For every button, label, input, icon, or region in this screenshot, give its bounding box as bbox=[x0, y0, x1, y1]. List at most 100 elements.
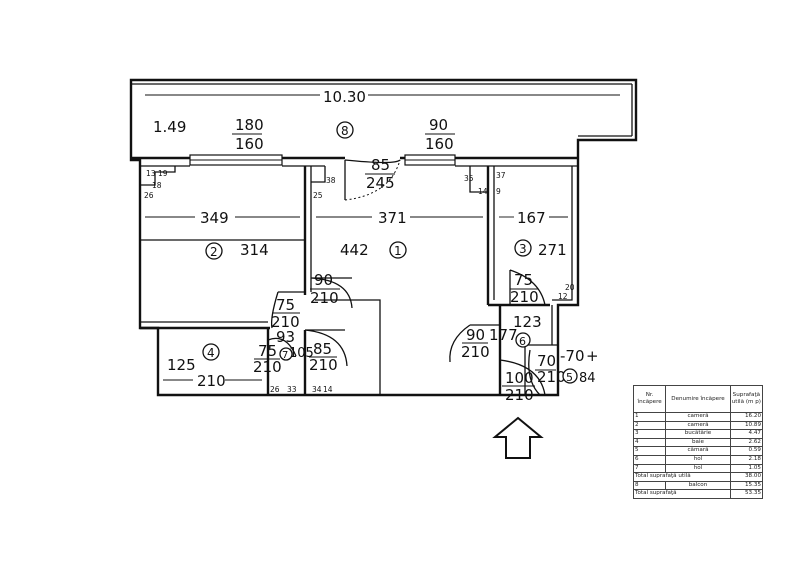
dim-room3-width: 167 bbox=[517, 209, 546, 227]
dim-door-room7-left-width: 75 bbox=[258, 342, 277, 360]
svg-text:2: 2 bbox=[210, 245, 218, 259]
dim-door-room5-width: 70 bbox=[537, 352, 556, 370]
room-marker-6: 6 bbox=[515, 332, 531, 348]
table-row: 3 bucătărie 4.47 bbox=[632, 429, 764, 439]
door-room1 bbox=[310, 277, 353, 309]
entrance-door bbox=[499, 359, 546, 396]
window-left bbox=[189, 154, 283, 166]
table-row: 6 hol 2.18 bbox=[632, 454, 764, 465]
dim-door-room7-right-width: 85 bbox=[313, 340, 332, 358]
dim-room7-size: 93 bbox=[276, 328, 295, 346]
dim-door-room2-width: 75 bbox=[276, 296, 295, 314]
svg-text:7: 7 bbox=[282, 350, 288, 361]
door-room3 bbox=[509, 269, 546, 306]
door-room7-right bbox=[304, 329, 348, 367]
header-nr: Nr. încăpere bbox=[632, 385, 667, 413]
dim-door-terrace-width: 85 bbox=[371, 156, 390, 174]
dim-door-room3-width: 75 bbox=[514, 271, 533, 289]
dim-room3-depth: 271 bbox=[538, 241, 567, 259]
svg-text:1: 1 bbox=[394, 244, 402, 258]
wall-room5 bbox=[524, 305, 558, 395]
dim-small-12: 12 bbox=[558, 292, 568, 301]
room-marker-4: 4 bbox=[202, 343, 220, 361]
dim-window-left-width: 180 bbox=[235, 116, 264, 134]
dim-window-left-height: 160 bbox=[235, 135, 264, 153]
dim-room6-width: 177 bbox=[489, 326, 518, 344]
dim-small-35: 35 bbox=[464, 174, 474, 183]
dim-room5-plus: + bbox=[586, 347, 599, 365]
dim-small-38: 38 bbox=[326, 176, 336, 185]
table-row: 7 hol 1.05 bbox=[632, 463, 764, 474]
dim-small-13: 13 bbox=[146, 169, 156, 178]
dim-room2-width: 349 bbox=[200, 209, 229, 227]
dim-small-25: 25 bbox=[313, 191, 323, 200]
dim-room4-width: 210 bbox=[197, 372, 226, 390]
door-room5 bbox=[528, 349, 541, 396]
door-hall bbox=[449, 324, 500, 363]
dim-room5-depth: 84 bbox=[579, 371, 596, 386]
wall-room1-room3 bbox=[486, 166, 550, 307]
dim-small-34: 34 bbox=[312, 385, 322, 394]
svg-text:3: 3 bbox=[519, 242, 527, 256]
balcony-inner-wall bbox=[131, 83, 633, 137]
room-marker-1: 1 bbox=[389, 241, 407, 259]
dim-room6-length: 123 bbox=[513, 313, 542, 331]
dim-entrance-door-height: 210 bbox=[505, 386, 534, 404]
room-marker-3: 3 bbox=[514, 239, 532, 257]
dim-room5-width: -70 bbox=[560, 347, 585, 365]
door-terrace-swing bbox=[344, 159, 401, 200]
room-marker-7: 7 bbox=[279, 347, 293, 361]
dim-small-26b: 26 bbox=[270, 385, 280, 394]
dim-small-9: 9 bbox=[496, 187, 501, 196]
svg-text:8: 8 bbox=[341, 124, 349, 138]
dim-window-right-height: 160 bbox=[425, 135, 454, 153]
dim-entrance-door-width: 100 bbox=[505, 369, 534, 387]
wall-room3-right bbox=[552, 166, 573, 301]
total-row: Total suprafaţă 53.35 bbox=[633, 489, 764, 499]
dim-door-room2-height: 210 bbox=[271, 313, 300, 331]
dim-door-room1-height: 210 bbox=[310, 289, 339, 307]
dim-small-18: 18 bbox=[152, 181, 162, 190]
door-room7-left bbox=[267, 337, 297, 357]
dim-overall-width: 10.30 bbox=[323, 88, 366, 106]
dim-door-room7-right-height: 210 bbox=[309, 356, 338, 374]
dim-door-room7-left-height: 210 bbox=[253, 358, 282, 376]
door-room2 bbox=[270, 291, 305, 329]
dim-door-terrace-height: 245 bbox=[366, 174, 395, 192]
room2-inner-contour bbox=[140, 166, 488, 193]
dim-door-hall-width: 90 bbox=[466, 326, 485, 344]
svg-text:4: 4 bbox=[207, 346, 215, 360]
entrance-arrow bbox=[492, 416, 544, 459]
total-useful-row: Total suprafaţă utilă 38.00 bbox=[633, 472, 764, 482]
dim-terrace-depth: 1.49 bbox=[153, 118, 186, 136]
dim-door-room5-height: 210 bbox=[537, 368, 566, 386]
dim-small-19: 19 bbox=[158, 169, 168, 178]
header-area: Suprafaţă utilă (m p) bbox=[729, 385, 764, 413]
table-row: 1 cameră 16.20 bbox=[632, 412, 764, 422]
dim-room2-depth: 314 bbox=[240, 241, 269, 259]
area-schedule: Nr. încăpere Denumire încăpere Suprafaţă… bbox=[632, 385, 764, 499]
dim-room7-width: 105 bbox=[289, 346, 314, 361]
area-schedule-table: Nr. încăpere Denumire încăpere Suprafaţă… bbox=[632, 385, 764, 499]
dim-door-room1-width: 90 bbox=[314, 271, 333, 289]
exterior-walls bbox=[129, 78, 638, 397]
svg-text:6: 6 bbox=[519, 335, 526, 348]
dim-room1-width: 371 bbox=[378, 209, 407, 227]
dim-small-14: 14 bbox=[478, 187, 488, 196]
dim-room1-depth: 442 bbox=[340, 241, 369, 259]
dim-small-20: 20 bbox=[565, 283, 575, 292]
dim-small-37: 37 bbox=[496, 171, 506, 180]
balcony-row: 8 balcon 15.35 bbox=[632, 480, 764, 491]
dim-room4-depth: 125 bbox=[167, 356, 196, 374]
window-right bbox=[404, 154, 456, 166]
dim-small-26: 26 bbox=[144, 191, 154, 200]
header-name: Denumire încăpere bbox=[665, 385, 731, 413]
table-row: 4 baie 2.62 bbox=[632, 437, 764, 448]
table-row: 5 cămară 0.59 bbox=[632, 446, 764, 456]
wall-corridor bbox=[315, 299, 381, 395]
table-row: 2 cameră 10.89 bbox=[632, 420, 764, 431]
dim-door-room3-height: 210 bbox=[510, 288, 539, 306]
dim-window-right-width: 90 bbox=[429, 116, 448, 134]
dim-door-hall-height: 210 bbox=[461, 343, 490, 361]
